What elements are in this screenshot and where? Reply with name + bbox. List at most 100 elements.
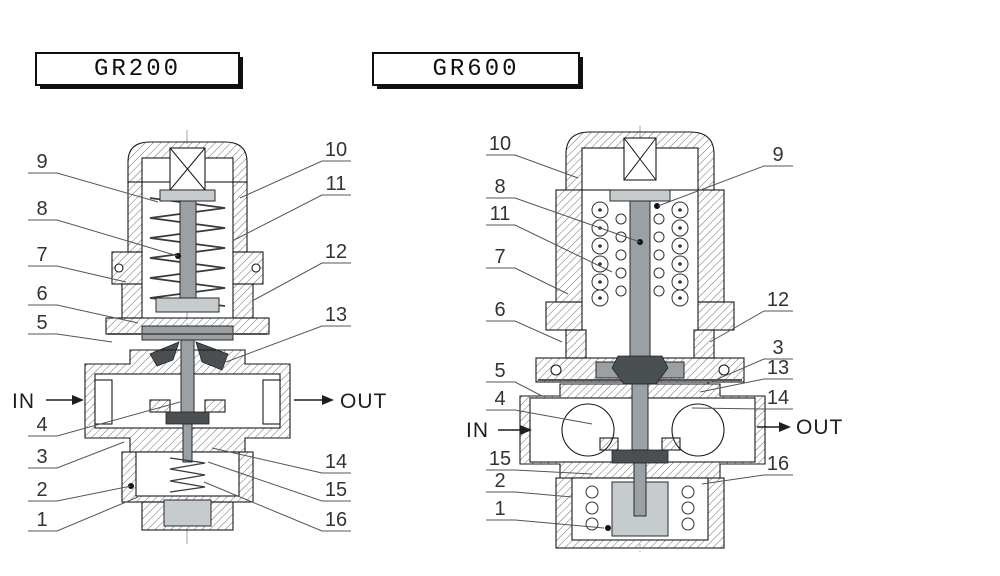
gr600-callout-8: 8 [486, 176, 641, 243]
svg-text:16: 16 [325, 509, 347, 531]
gr600-diaphragm [535, 355, 745, 385]
gr200-title-box: GR200 [35, 52, 240, 86]
gr200-flow-in: IN [12, 390, 84, 413]
gr600-callout-5: 5 [486, 360, 543, 397]
gr200-valve-stem [180, 339, 195, 417]
gr200-stem [179, 200, 197, 299]
gr200-callout-4: 4 [28, 401, 181, 437]
gr200-out-arrow [322, 395, 334, 405]
svg-text:16: 16 [767, 453, 789, 475]
gr600-body [519, 383, 766, 479]
gr600-callout-15: 15 [486, 448, 593, 475]
gr600-flange-bolt-left [550, 364, 562, 376]
gr600-callout-12: 12 [709, 289, 793, 343]
svg-text:13: 13 [325, 304, 347, 326]
gr600-callout-1: 1 [486, 498, 605, 529]
gr200-callout-10: 10 [239, 139, 351, 199]
svg-text:14: 14 [325, 451, 347, 473]
gr600-callout-11: 11 [486, 203, 613, 273]
gr600-spring-seat-top [609, 189, 671, 202]
svg-text:15: 15 [489, 448, 511, 470]
gr200-bonnet [111, 141, 264, 319]
svg-text:6: 6 [36, 283, 47, 305]
gr600-valve-disc [611, 449, 669, 464]
gr600-dot-1 [605, 525, 611, 531]
gr200-callout-16: 16 [203, 481, 351, 532]
gr200-callout-7: 7 [28, 244, 127, 283]
gr600-callout-4: 4 [486, 388, 593, 425]
gr200-bottom-plug [163, 499, 212, 527]
gr200-callout-15: 15 [207, 461, 351, 502]
gr600-main-spring [591, 201, 689, 307]
svg-text:6: 6 [494, 299, 505, 321]
svg-text:4: 4 [36, 414, 47, 436]
svg-text:11: 11 [490, 203, 511, 225]
gr600-callout-3: 3 [705, 337, 793, 385]
gr600-valve-stem [631, 383, 649, 451]
gr600-in-arrow [520, 425, 532, 435]
gr200-drawing: IN OUT 9 8 7 6 [12, 130, 387, 546]
svg-text:11: 11 [326, 173, 347, 195]
gr200-port-out [262, 379, 281, 425]
gr200-callout-12: 12 [253, 241, 351, 301]
gr600-flange-bolt-right [718, 364, 730, 376]
svg-text:5: 5 [36, 312, 47, 334]
gr200-return-spring [169, 457, 206, 493]
gr600-diaphragm-center [611, 355, 669, 385]
gr600-in-label: IN [466, 419, 489, 442]
gr600-cap [565, 131, 715, 191]
gr600-drawing: IN OUT 10 8 11 7 [466, 126, 843, 552]
svg-text:8: 8 [36, 198, 47, 220]
gr200-out-label: OUT [340, 390, 387, 413]
gr600-flow-in: IN [466, 419, 532, 442]
gr200-port-in [94, 379, 113, 425]
svg-text:9: 9 [772, 144, 783, 166]
gr200-in-label: IN [12, 390, 35, 413]
gr200-spring-seat-bottom [155, 297, 220, 313]
gr600-flow-out: OUT [757, 416, 843, 439]
svg-text:10: 10 [325, 139, 347, 161]
svg-text:7: 7 [494, 246, 505, 268]
gr200-callout-1: 1 [28, 496, 139, 532]
gr200-callout-5: 5 [28, 312, 113, 343]
gr600-stem [629, 200, 651, 359]
gr200-callout-2: 2 [28, 479, 132, 502]
svg-text:7: 7 [36, 244, 47, 266]
svg-text:3: 3 [772, 337, 783, 359]
svg-text:15: 15 [325, 479, 347, 501]
svg-text:4: 4 [494, 388, 505, 410]
gr200-callout-3: 3 [28, 441, 125, 469]
svg-text:12: 12 [767, 289, 789, 311]
gr600-callout-6: 6 [486, 299, 563, 343]
svg-text:5: 5 [494, 360, 505, 382]
svg-text:8: 8 [494, 176, 505, 198]
svg-text:1: 1 [36, 509, 47, 531]
gr200-callout-11: 11 [233, 173, 351, 241]
gr200-spring-seat-top [159, 189, 216, 202]
gr200-callout-14: 14 [211, 447, 351, 474]
svg-text:2: 2 [494, 470, 505, 492]
svg-text:3: 3 [36, 446, 47, 468]
svg-text:9: 9 [36, 151, 47, 173]
gr600-callout-9: 9 [657, 144, 793, 207]
gr200-callout-8: 8 [28, 198, 179, 257]
gr200-title: GR200 [93, 55, 181, 83]
gr600-dot-9 [654, 203, 660, 209]
svg-text:13: 13 [767, 357, 789, 379]
gr600-callout-13: 13 [699, 357, 793, 393]
gr200-flange-bolt-right [251, 263, 261, 273]
gr600-out-label: OUT [796, 416, 843, 439]
gr600-callout-10: 10 [486, 133, 579, 179]
gr600-callout-16: 16 [701, 453, 793, 485]
gr600-out-arrow [779, 422, 791, 432]
gr600-callout-2: 2 [486, 470, 573, 498]
gr600-bonnet [545, 189, 735, 359]
svg-text:1: 1 [494, 498, 505, 520]
svg-text:2: 2 [36, 479, 47, 501]
gr200-flange-bolt-left [114, 263, 124, 273]
svg-text:10: 10 [489, 133, 511, 155]
gr600-callout-7: 7 [486, 246, 569, 295]
gr600-port-out-chamber [671, 403, 725, 457]
